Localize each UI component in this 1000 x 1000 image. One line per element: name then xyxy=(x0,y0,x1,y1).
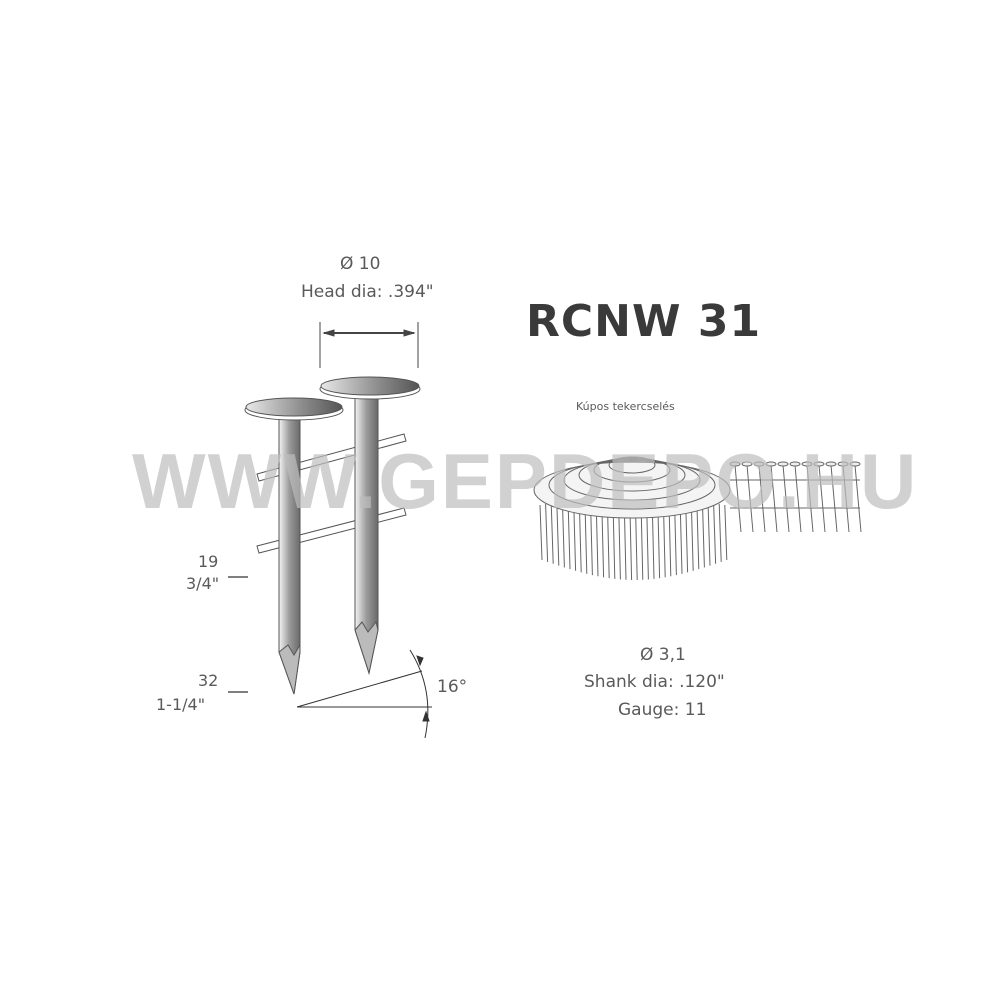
head-diameter-mm: Ø 10 xyxy=(340,254,381,274)
coil-nail xyxy=(701,500,705,568)
shank-diameter-mm: Ø 3,1 xyxy=(640,645,686,665)
coil-nail xyxy=(718,503,722,562)
strip-nail xyxy=(842,464,850,533)
strip-nail-head xyxy=(837,461,849,467)
length-19-inch: 3/4" xyxy=(186,574,220,593)
strip-nail-head xyxy=(765,461,777,467)
strip-nail-head xyxy=(729,461,741,467)
strip-nail xyxy=(770,464,778,533)
length-19-mm: 19 xyxy=(198,552,219,571)
collation-label: Kúpos tekercselés xyxy=(576,400,675,413)
angle-label: 16° xyxy=(437,677,468,697)
angle-indicator xyxy=(296,649,432,739)
coil-nail xyxy=(724,504,728,561)
coil-nail xyxy=(707,501,711,566)
length-32-mm: 32 xyxy=(198,671,219,690)
strip-nail-head xyxy=(825,461,837,467)
coil-nail xyxy=(713,502,717,564)
strip-nail-head xyxy=(789,461,801,467)
gauge-label: Gauge: 11 xyxy=(618,700,707,720)
coil-ring xyxy=(608,456,656,474)
strip-nail xyxy=(734,464,742,533)
coil-nail xyxy=(545,503,549,562)
head-dimension-lines xyxy=(319,322,419,368)
shank-diameter-inch: Shank dia: .120" xyxy=(584,672,725,692)
strip-nail xyxy=(782,464,790,533)
strip-nail-head xyxy=(753,461,765,467)
strip-nail-head xyxy=(801,461,813,467)
coil-ring xyxy=(563,459,701,501)
coil-nail xyxy=(556,501,560,566)
coil-ring xyxy=(578,458,686,492)
strip-nail xyxy=(854,464,862,533)
coil-nail xyxy=(561,500,565,568)
strip-nail xyxy=(758,464,766,533)
coil-ring xyxy=(533,461,731,519)
coil-nails-illustration xyxy=(533,456,862,580)
nail-short xyxy=(244,397,344,695)
strip-nail xyxy=(830,464,838,533)
strip-nail xyxy=(746,464,754,533)
product-code: RCNW 31 xyxy=(526,296,762,347)
strip-nail xyxy=(818,464,826,533)
strip-nail-head xyxy=(813,461,825,467)
coil-ring xyxy=(593,457,671,483)
coil-ring xyxy=(548,460,716,510)
head-diameter-inch: Head dia: .394" xyxy=(301,282,434,302)
coil-nail xyxy=(550,502,554,564)
strip-nail-head xyxy=(849,461,861,467)
coil-nail xyxy=(539,504,543,561)
strip-nail xyxy=(794,464,802,533)
strip-nail xyxy=(806,464,814,533)
strip-nail-head xyxy=(777,461,789,467)
nail-long xyxy=(319,376,421,675)
length-32-inch: 1-1/4" xyxy=(156,695,206,714)
strip-nail-head xyxy=(741,461,753,467)
